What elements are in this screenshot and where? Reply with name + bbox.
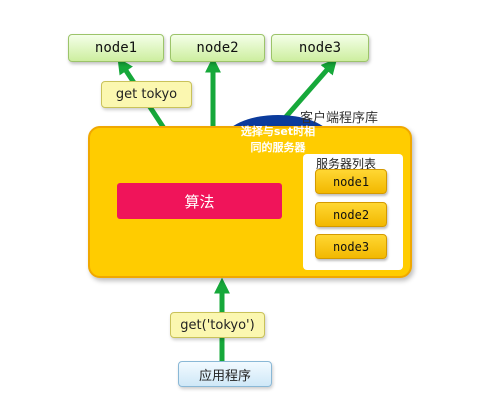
server-node-1-label: node1	[332, 174, 370, 189]
server-node-2: node2	[315, 202, 387, 227]
client-library-label: 客户端程序库	[300, 111, 379, 126]
speech-bubble: 选择与set时相 同的服务器	[228, 118, 328, 162]
application-label: 应用程序	[198, 368, 251, 384]
top-node-2: node2	[170, 34, 265, 62]
server-node-1: node1	[315, 169, 387, 194]
top-node-3-label: node3	[298, 40, 342, 56]
speech-bubble-line1: 选择与set时相	[240, 125, 316, 138]
server-node-2-label: node2	[332, 207, 370, 222]
server-node-3: node3	[315, 234, 387, 259]
get-tokyo-box: get tokyo	[101, 81, 192, 108]
top-node-3: node3	[271, 34, 369, 62]
server-node-3-label: node3	[332, 239, 370, 254]
algorithm-box: 算法	[117, 183, 282, 219]
top-node-1: node1	[68, 34, 164, 62]
algorithm-label: 算法	[184, 192, 215, 211]
top-node-2-label: node2	[196, 40, 239, 56]
top-node-1-label: node1	[94, 40, 138, 56]
get-call-label: get('tokyo')	[180, 317, 255, 333]
get-tokyo-label: get tokyo	[115, 87, 178, 102]
speech-bubble-line2: 同的服务器	[250, 141, 306, 154]
application-box: 应用程序	[178, 361, 272, 387]
server-list-title: 服务器列表	[316, 157, 377, 171]
get-call-box: get('tokyo')	[170, 312, 265, 338]
